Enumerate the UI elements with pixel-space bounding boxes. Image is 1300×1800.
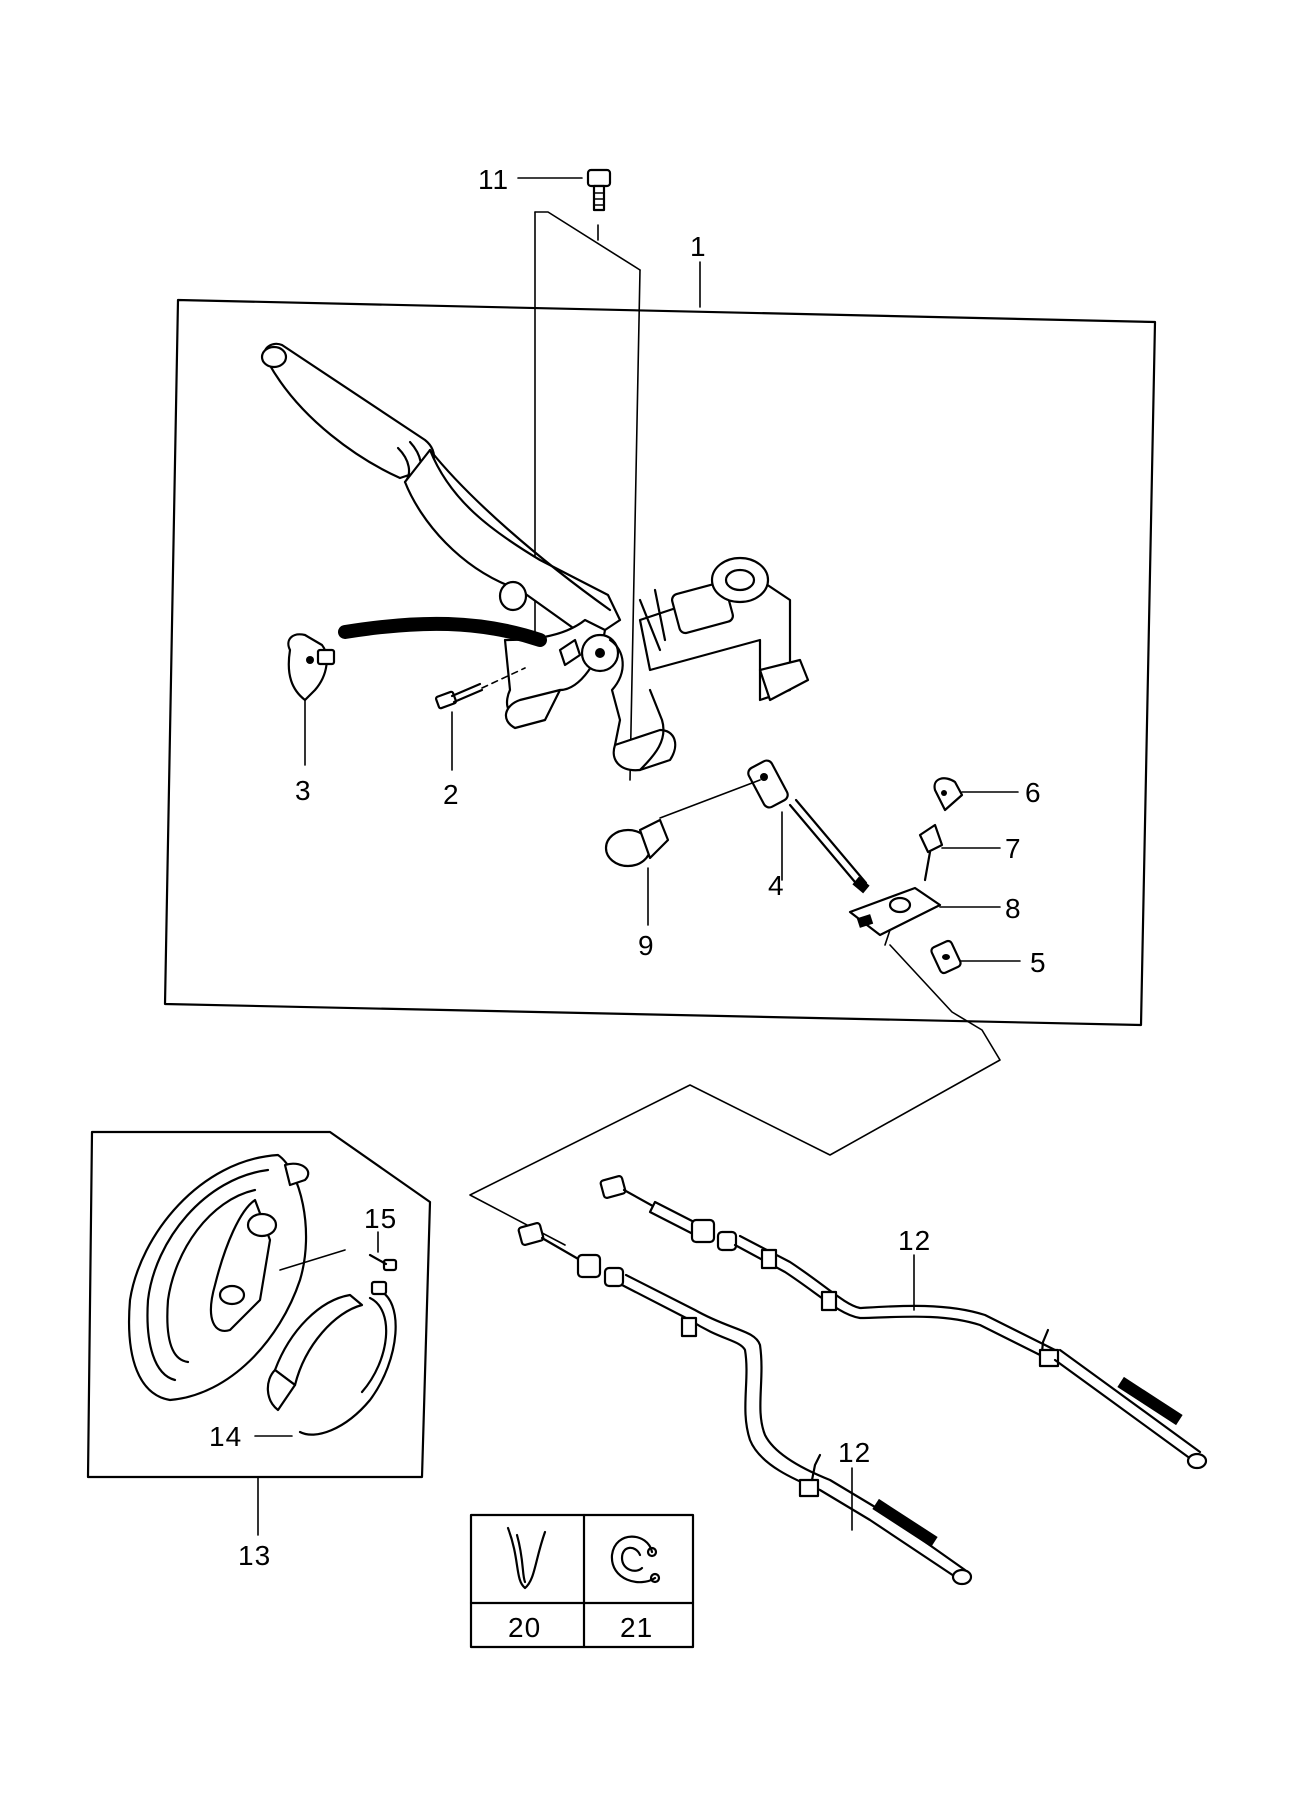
clevis-6-icon	[933, 777, 964, 812]
callout-14: 14	[209, 1421, 242, 1452]
bolt-bracket-top	[534, 211, 641, 271]
brake-shoe-frame-13	[86, 1130, 432, 1479]
callout-1: 1	[690, 231, 707, 262]
screw-15-icon	[368, 1253, 398, 1272]
callout-2: 2	[443, 779, 460, 810]
callout-13: 13	[238, 1540, 271, 1571]
callout-4: 4	[768, 870, 785, 901]
legend-label-21: 21	[620, 1612, 653, 1643]
snap-ring-icon	[610, 1535, 661, 1584]
assembly-frame-1	[163, 298, 1157, 1027]
switch-wire	[338, 616, 547, 647]
brake-shoe-14-icon	[266, 1280, 397, 1436]
equalizer-connector	[469, 944, 1001, 1246]
switch-3-icon	[287, 633, 336, 702]
leader-15-part	[279, 1249, 346, 1271]
backing-plate-icon	[128, 1153, 310, 1402]
callout-9: 9	[638, 930, 655, 961]
nut-5-icon	[930, 939, 962, 975]
brake-cable-12b-icon	[517, 1222, 973, 1586]
legend-label-20: 20	[508, 1612, 541, 1643]
callout-5: 5	[1030, 947, 1047, 978]
callout-12b: 12	[838, 1437, 871, 1468]
equalizer-8-icon	[848, 886, 942, 946]
rod-4-icon	[747, 759, 870, 894]
plug-9-icon	[604, 818, 670, 868]
callout-11: 11	[478, 164, 509, 195]
bolt-11-icon	[586, 168, 612, 212]
screw-2-icon	[434, 682, 484, 710]
brake-cable-12a-icon	[599, 1175, 1208, 1470]
bolt-bracket-right	[629, 269, 641, 781]
callout-8: 8	[1005, 893, 1022, 924]
callout-3: 3	[295, 775, 312, 806]
legend-table	[469, 1513, 695, 1649]
screw-axis	[481, 667, 526, 689]
leader-4-pin	[659, 779, 761, 819]
clip-icon	[506, 1526, 547, 1590]
callout-7: 7	[1005, 833, 1022, 864]
callout-12a: 12	[898, 1225, 931, 1256]
callout-6: 6	[1025, 777, 1042, 808]
callout-15: 15	[364, 1203, 397, 1234]
pin-7-icon	[918, 823, 944, 882]
